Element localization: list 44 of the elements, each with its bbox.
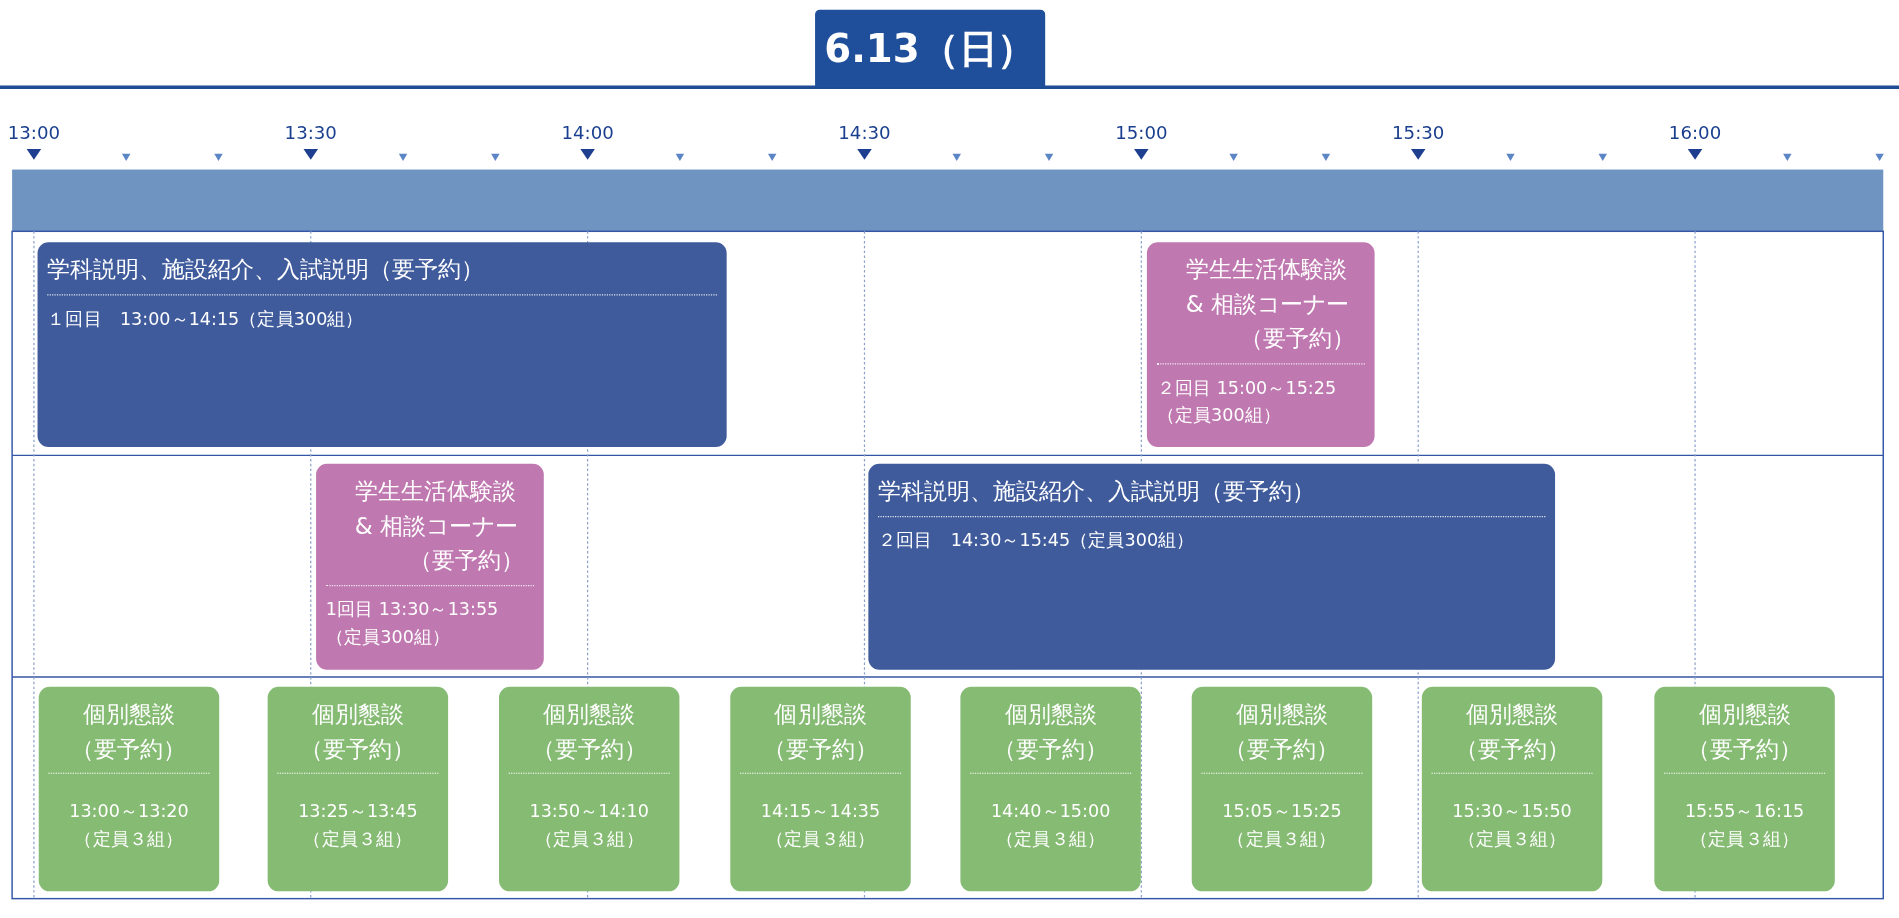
- block-details: 13:00～13:20 （定員３組）: [68, 800, 190, 852]
- block-details: 14:15～14:35 （定員３組）: [759, 800, 882, 852]
- session-block: [37, 242, 727, 447]
- block-details: 15:05～15:25 （定員３組）: [1221, 800, 1343, 852]
- block-title: 学生生活体験談 & 相談コーナー（要予約）: [354, 476, 525, 575]
- block-title: 学生生活体験談 & 相談コーナー（要予約）: [1185, 254, 1356, 354]
- consultation-block: [960, 686, 1141, 892]
- time-label: 13:00: [7, 122, 61, 145]
- consultation-block: [1654, 686, 1835, 892]
- talk-corner-block: [1146, 242, 1375, 447]
- session-block: [868, 463, 1556, 670]
- block-title: 個別懇談（要予約）: [762, 699, 880, 764]
- block-title: 個別懇談（要予約）: [1686, 699, 1804, 764]
- block-title: 学科説明、施設紹介、入試説明（要予約）: [878, 476, 1317, 506]
- block-details: 13:25～13:45 （定員３組）: [297, 800, 419, 852]
- block-details: 1回目 13:30～13:55 （定員300組）: [325, 597, 500, 649]
- block-details: 13:50～14:10 （定員３組）: [528, 800, 650, 852]
- time-label: 16:00: [1668, 122, 1722, 145]
- block-details: 14:40～15:00 （定員３組）: [989, 800, 1112, 852]
- time-label: 14:00: [561, 122, 614, 145]
- block-title: 個別懇談（要予約）: [1453, 699, 1571, 764]
- block-details: ２回目 15:00～15:25 （定員300組）: [1156, 376, 1338, 427]
- block-title: 学科説明、施設紹介、入試説明（要予約）: [47, 254, 486, 285]
- block-title: 個別懇談（要予約）: [1223, 699, 1341, 764]
- consultation-block: [1421, 686, 1603, 892]
- time-label: 14:30: [838, 122, 891, 145]
- consultation-block: [267, 686, 449, 892]
- consultation-block: [38, 686, 220, 892]
- block-details: ２回目 14:30～15:45（定員300組）: [878, 528, 1196, 552]
- time-label: 15:00: [1115, 122, 1168, 145]
- talk-corner-block: [316, 463, 544, 670]
- time-label: 15:30: [1392, 122, 1445, 145]
- block-title: 個別懇談（要予約）: [530, 699, 648, 764]
- block-details: 15:55～16:15 （定員３組）: [1683, 800, 1806, 852]
- block-details: １回目 13:00～14:15（定員300組）: [47, 307, 365, 330]
- consultation-block: [1191, 686, 1373, 892]
- block-title: 個別懇談（要予約）: [992, 699, 1110, 764]
- date-heading: 6.13（日）: [815, 9, 1046, 88]
- block-title: 個別懇談（要予約）: [299, 699, 417, 764]
- consultation-block: [730, 686, 911, 892]
- time-label: 13:30: [284, 122, 337, 145]
- block-details: 15:30～15:50 （定員３組）: [1451, 800, 1573, 852]
- consultation-block: [498, 686, 680, 892]
- block-title: 個別懇談（要予約）: [70, 699, 188, 764]
